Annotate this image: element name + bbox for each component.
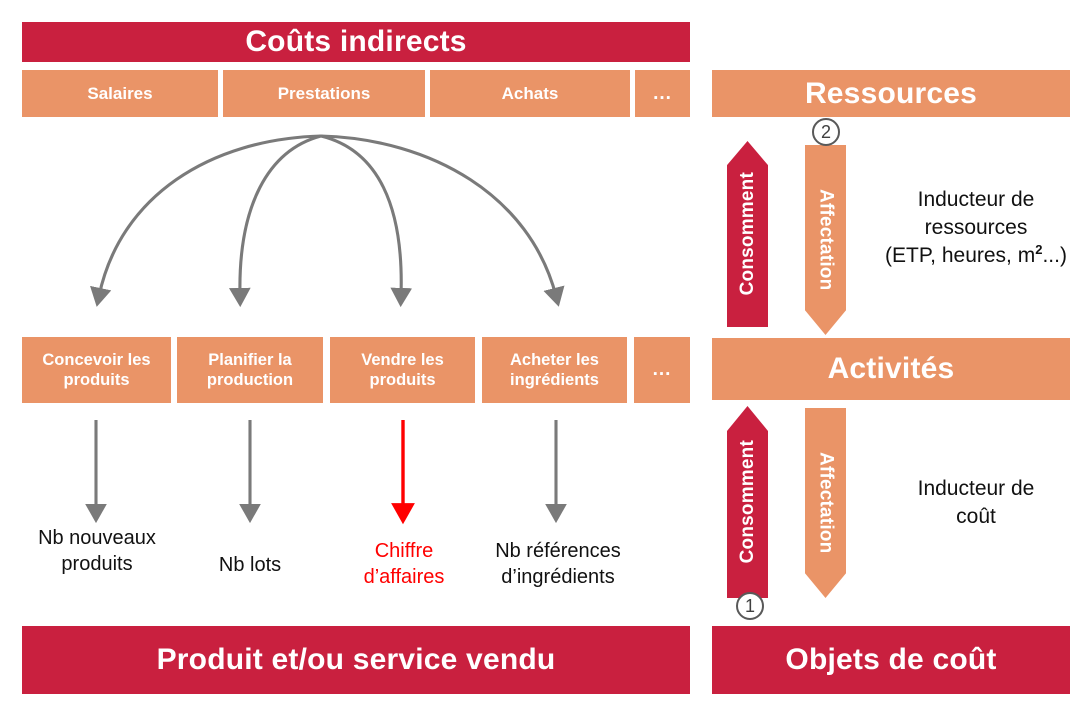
- step-badge-1: 1: [736, 592, 764, 620]
- note-line-2: coût: [956, 504, 996, 528]
- flow-consomment-activities[interactable]: Consomment: [727, 406, 768, 598]
- activity-box-acheter[interactable]: Acheter les ingrédients: [482, 337, 627, 403]
- driver-label-nb-lots: Nb lots: [182, 552, 318, 578]
- activity-box-more[interactable]: ...: [634, 337, 690, 403]
- flow-consomment-resources[interactable]: Consomment: [727, 141, 768, 327]
- cost-cell-label: ...: [653, 82, 672, 104]
- step-badge-1-label: 1: [744, 596, 755, 616]
- note-line-1: Inducteur de: [917, 188, 1035, 211]
- cost-cell-more[interactable]: ...: [635, 70, 690, 117]
- cost-cell-prestations[interactable]: Prestations: [223, 70, 425, 117]
- level-objets-de-cout-label: Objets de coût: [785, 643, 997, 677]
- cost-cell-salaires[interactable]: Salaires: [22, 70, 218, 117]
- activity-label: Concevoir les produits: [42, 350, 151, 389]
- note-inducteur-ressources: Inducteur de ressources (ETP, heures, m2…: [862, 186, 1090, 270]
- note-line-3-end: ...): [1042, 244, 1067, 268]
- driver-label: Nb lots: [218, 554, 282, 576]
- activity-label: Vendre les produits: [361, 350, 444, 389]
- driver-label: Chiffre d’affaires: [363, 540, 445, 588]
- driver-label-nb-nouveaux-produits: Nb nouveaux produits: [26, 525, 168, 577]
- header-couts-indirects: Coûts indirects: [22, 22, 690, 62]
- activity-box-vendre[interactable]: Vendre les produits: [330, 337, 475, 403]
- flow-consomment-label: Consomment: [736, 440, 758, 564]
- cost-cell-label: Salaires: [87, 83, 153, 103]
- note-line-3-start: (ETP, heures, m: [885, 244, 1036, 268]
- cost-cell-label: Prestations: [277, 83, 371, 103]
- flow-consomment-label: Consomment: [736, 172, 758, 296]
- driver-label: Nb références d’ingrédients: [495, 540, 621, 588]
- note-line-2: ressources: [924, 215, 1028, 239]
- header-couts-indirects-label: Coûts indirects: [245, 25, 467, 59]
- activity-box-concevoir[interactable]: Concevoir les produits: [22, 337, 171, 403]
- note-inducteur-cout: Inducteur de coût: [870, 475, 1082, 530]
- level-ressources-label: Ressources: [804, 76, 978, 110]
- level-activites-label: Activités: [827, 352, 955, 386]
- driver-label-chiffre-affaires: Chiffre d’affaires: [339, 538, 469, 590]
- activity-box-planifier[interactable]: Planifier la production: [177, 337, 323, 403]
- level-ressources: Ressources: [712, 70, 1070, 117]
- flow-affectation-activities[interactable]: Affectation: [805, 408, 846, 598]
- step-badge-2: 2: [812, 118, 840, 146]
- driver-label: Nb nouveaux produits: [38, 527, 156, 575]
- note-line-3: (ETP, heures, m2...): [862, 241, 1090, 270]
- note-superscript: 2: [1035, 242, 1043, 258]
- level-objets-de-cout: Objets de coût: [712, 626, 1070, 694]
- driver-label-nb-references-ingredients: Nb références d’ingrédients: [472, 538, 644, 590]
- footer-label: Produit et/ou service vendu: [156, 643, 556, 677]
- flow-affectation-label: Affectation: [815, 452, 837, 554]
- activity-label: Planifier la production: [206, 350, 294, 389]
- activity-label: Acheter les ingrédients: [510, 350, 599, 389]
- flow-affectation-label: Affectation: [815, 189, 837, 291]
- step-badge-2-label: 2: [820, 122, 831, 142]
- level-activites: Activités: [712, 338, 1070, 400]
- cost-cell-label: Achats: [501, 83, 559, 103]
- note-line-1: Inducteur de: [917, 477, 1035, 500]
- cost-cell-achats[interactable]: Achats: [430, 70, 630, 117]
- footer-produit-service-vendu: Produit et/ou service vendu: [22, 626, 690, 694]
- activity-label: ...: [652, 359, 672, 381]
- flow-affectation-resources[interactable]: Affectation: [805, 145, 846, 335]
